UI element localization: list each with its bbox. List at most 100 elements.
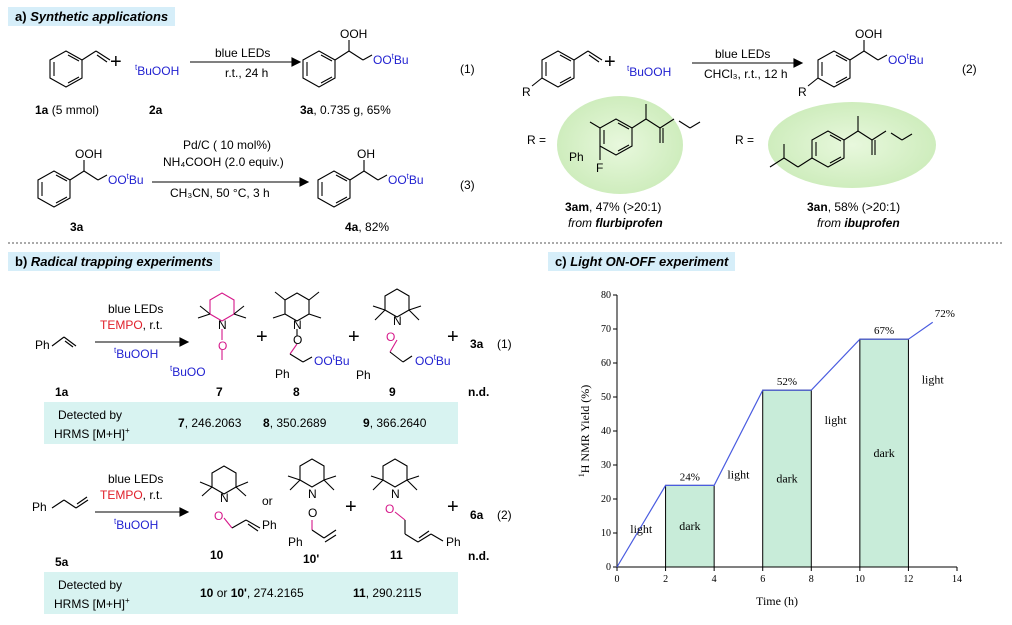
section-c-header: c) Light ON-OFF experiment xyxy=(548,252,736,271)
b2-or: or xyxy=(262,494,273,508)
b1-7-n: N xyxy=(218,318,227,332)
light-label: light xyxy=(922,372,945,386)
b2-label-10: 10 xyxy=(210,548,224,562)
b1-value-9: 9, 366.2640 xyxy=(363,416,427,430)
eq2-cond-bottom: CHCl₃, r.t., 12 h xyxy=(704,67,788,81)
y-tick-label: 50 xyxy=(601,392,611,403)
b2-nd: n.d. xyxy=(468,549,490,563)
eq2-product-ooh: OOH xyxy=(855,27,883,41)
tempo-ring-8 xyxy=(272,291,322,363)
b1-plus-3: + xyxy=(447,326,459,348)
b2-detected-2: HRMS [M+H]+ xyxy=(54,596,130,611)
b1-label-sm: 1a xyxy=(55,385,69,399)
b1-label-8: 8 xyxy=(293,385,300,399)
b2-cond-top: blue LEDs xyxy=(108,472,164,486)
eq3-cond3: CH₃CN, 50 °C, 3 h xyxy=(170,186,270,200)
section-a-header: a) Synthetic applications xyxy=(8,7,176,26)
b1-9-ph: Ph xyxy=(356,368,371,382)
y-axis-label-sup: 1 xyxy=(577,473,586,477)
b1-value-8: 8, 350.2689 xyxy=(263,416,327,430)
eq1-label-sm: 1a (5 mmol) xyxy=(35,103,100,117)
tempo-ring-10 xyxy=(199,465,261,532)
eq2-r-product: R xyxy=(798,85,807,99)
dark-label: dark xyxy=(776,472,797,486)
light-label: light xyxy=(727,468,750,482)
section-a-title: Synthetic applications xyxy=(30,9,169,24)
eq2-reagent: tBuOOH xyxy=(627,64,672,79)
eq3-sm-ooh: OOH xyxy=(75,147,103,161)
b2-11-o: O xyxy=(385,502,395,516)
b2-number: (2) xyxy=(497,508,512,522)
eq3-product-oh: OH xyxy=(357,147,375,161)
yield-value-label: 24% xyxy=(680,471,700,483)
b1-label-7: 7 xyxy=(216,385,223,399)
eq1-product-ooh: OOH xyxy=(340,27,368,41)
y-axis-label: 1H NMR Yield (%) xyxy=(577,385,592,478)
from-ibuprofen: from ibuprofen xyxy=(817,216,900,230)
eq1-product-side: OOtBu xyxy=(373,52,409,67)
eq1-label-product: 3a, 0.735 g, 65% xyxy=(300,103,391,117)
eq1-reagent: tBuOOH xyxy=(135,63,180,78)
eq2-number: (2) xyxy=(962,62,977,76)
yield-line xyxy=(616,321,934,568)
x-axis-label: Time (h) xyxy=(756,594,798,608)
dark-bar xyxy=(665,484,715,568)
b1-7-tail: tBuOO xyxy=(170,364,206,379)
x-tick-label: 8 xyxy=(809,574,814,585)
y-tick-label: 30 xyxy=(601,460,611,471)
yield-value-label: 67% xyxy=(874,325,894,337)
b2-10-ph: Ph xyxy=(262,518,277,532)
b1-detected-2: HRMS [M+H]+ xyxy=(54,426,130,441)
eq1-cond-top: blue LEDs xyxy=(215,46,271,60)
x-tick-label: 12 xyxy=(903,574,913,585)
tempo-ring-7 xyxy=(197,292,247,360)
b2-label-11: 11 xyxy=(390,548,403,562)
b1-cond-mid: TEMPO, r.t. xyxy=(100,318,163,332)
x-tick-label: 2 xyxy=(663,574,668,585)
b2-11-n: N xyxy=(391,487,400,501)
b2-plus-1: + xyxy=(345,496,357,518)
b2-sm-ph: Ph xyxy=(32,500,47,514)
b2-10p-o: O xyxy=(308,506,318,520)
eq2-r-equals-1: R = xyxy=(527,133,547,147)
b1-hrms-box xyxy=(44,402,458,444)
dark-bar xyxy=(859,338,909,568)
flurbiprofen-ellipse xyxy=(557,96,683,194)
product-3a-structure xyxy=(302,40,373,88)
b1-number: (1) xyxy=(497,337,512,351)
y-tick-label: 60 xyxy=(601,358,611,369)
b1-nd: n.d. xyxy=(468,385,490,399)
flurbiprofen-ph: Ph xyxy=(569,150,584,164)
eq2-r-sm: R xyxy=(522,85,531,99)
section-b-letter: b) xyxy=(15,254,28,269)
b2-10p-ph: Ph xyxy=(288,535,303,549)
substrate-3a-structure xyxy=(37,160,108,208)
section-b-title: Radical trapping experiments xyxy=(30,254,213,269)
eq1-plus: + xyxy=(110,51,122,73)
section-b-header: b) Radical trapping experiments xyxy=(8,252,220,271)
b1-9-o: O xyxy=(386,330,396,344)
eq2-product-side: OOtBu xyxy=(888,52,924,67)
b2-last: 6a xyxy=(470,508,484,522)
eq3-product-side: OOtBu xyxy=(388,172,424,187)
b2-value-10: 10 or 10', 274.2165 xyxy=(200,586,304,600)
y-tick-label: 10 xyxy=(601,528,611,539)
b1-7-o: O xyxy=(218,339,228,353)
section-a-letter: a) xyxy=(15,9,27,24)
b1-8-side: OOtBu xyxy=(314,353,350,368)
section-c-letter: c) xyxy=(555,254,567,269)
flurbiprofen-f: F xyxy=(596,161,604,175)
b1-sm-ph: Ph xyxy=(35,338,50,352)
eq2-r-equals-2: R = xyxy=(735,133,755,147)
b2-10-o: O xyxy=(214,509,224,523)
y-tick-label: 70 xyxy=(601,324,611,335)
b1-value-7: 7, 246.2063 xyxy=(178,416,242,430)
product-4a-structure xyxy=(317,160,388,208)
eq3-cond1: Pd/C ( 10 mol%) xyxy=(183,138,272,152)
b1-label-9: 9 xyxy=(389,385,396,399)
x-tick-label: 10 xyxy=(855,574,865,585)
tempo-ring-9 xyxy=(372,288,422,363)
